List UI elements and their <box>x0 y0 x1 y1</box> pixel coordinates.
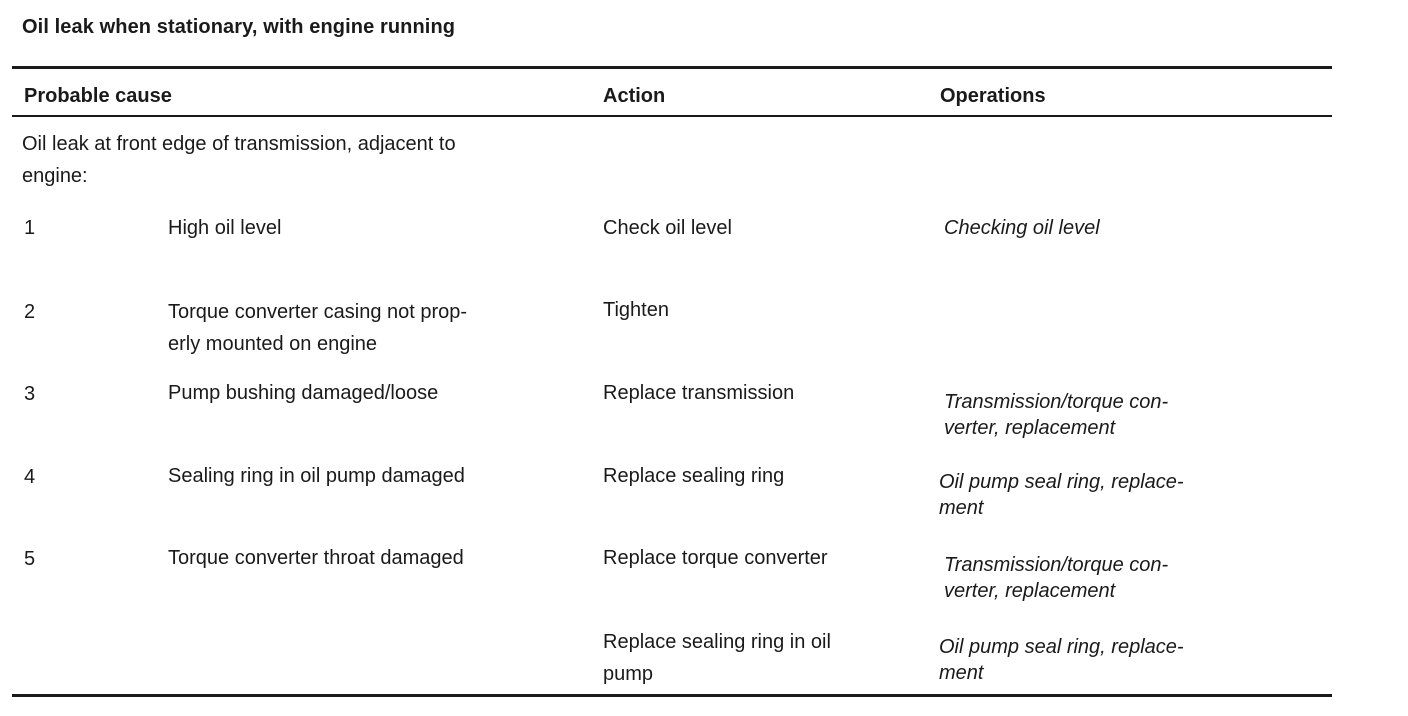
row-3-action: Replace transmission <box>603 382 795 404</box>
row-4-operation: Oil pump seal ring, replace- ment <box>939 471 1184 519</box>
header-probable-cause: Probable cause <box>24 85 172 107</box>
row-5-number: 5 <box>24 548 36 570</box>
row-4-action: Replace sealing ring <box>603 465 785 487</box>
row-5-cause: Torque converter throat damaged <box>168 547 464 569</box>
row-2-number: 2 <box>24 301 36 323</box>
page-title: Oil leak when stationary, with engine ru… <box>22 16 456 38</box>
row-4-number: 4 <box>24 466 36 488</box>
row-2-cause: Torque converter casing not prop- erly m… <box>168 301 468 355</box>
row-1-cause: High oil level <box>168 217 282 239</box>
table-top-rule <box>12 66 1332 69</box>
row-4-cause: Sealing ring in oil pump damaged <box>168 465 465 487</box>
header-operations: Operations <box>940 85 1046 107</box>
row-3-number: 3 <box>24 383 36 405</box>
row-6-action: Replace sealing ring in oil pump <box>603 631 831 685</box>
intro-text: Oil leak at front edge of transmission, … <box>22 133 456 187</box>
header-action: Action <box>603 85 666 107</box>
row-5-action: Replace torque converter <box>603 547 828 569</box>
row-6-operation: Oil pump seal ring, replace- ment <box>939 636 1184 684</box>
header-rule <box>12 115 1332 117</box>
row-1-action: Check oil level <box>603 217 732 239</box>
table-bottom-rule <box>12 694 1332 697</box>
row-3-cause: Pump bushing damaged/loose <box>168 382 439 404</box>
row-1-number: 1 <box>24 217 36 239</box>
row-2-action: Tighten <box>603 299 669 321</box>
row-5-operation: Transmission/torque con- verter, replace… <box>944 554 1169 602</box>
row-3-operation: Transmission/torque con- verter, replace… <box>944 391 1169 439</box>
row-1-operation: Checking oil level <box>944 217 1100 239</box>
